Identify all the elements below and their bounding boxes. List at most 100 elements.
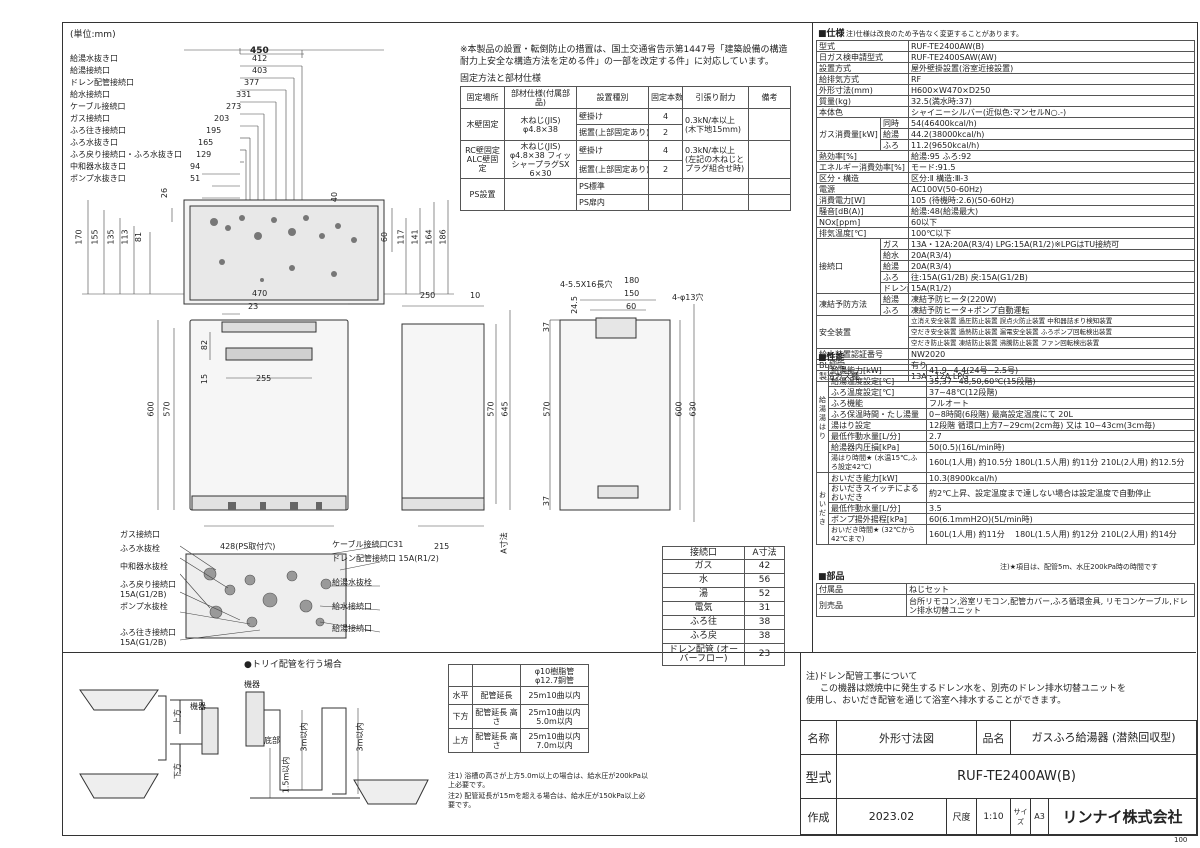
- top-callout-label: ガス接続口: [70, 114, 110, 123]
- perf-value: 60(6.1mmH2O)(5L/min時): [926, 513, 1195, 525]
- spec-value: シャイニーシルバー(近似色:マンセルN○.-): [908, 106, 1195, 118]
- side-d10: 10: [470, 291, 481, 300]
- piping-bottom: 底部: [264, 736, 280, 745]
- pipe-r2c2: 25m10曲以内 7.0m以内: [520, 728, 589, 753]
- perf-label: 湯はり設定: [828, 419, 927, 431]
- fix-r1c3: 2: [648, 124, 683, 141]
- a-r0c0: ガス: [662, 559, 745, 574]
- spec-group-label: 安全装置: [816, 315, 909, 349]
- top-width-dim: 450: [250, 46, 269, 56]
- pipe-r1c1: 配管延長 高さ: [472, 704, 521, 729]
- fix-h2: 設置種別: [576, 86, 649, 109]
- spec-label: エネルギー消費効率[%]: [816, 161, 909, 173]
- piping-unit-label: 機器: [190, 702, 206, 711]
- top-callout-dim: 165: [198, 138, 214, 147]
- spec-value: 区分:Ⅱ 構造:Ⅲ-3: [908, 172, 1195, 184]
- fix-r4c5: [748, 178, 791, 195]
- perf-value: 3.5: [926, 502, 1195, 514]
- top-callout-dim: 377: [244, 78, 260, 87]
- fix-r5c4: [682, 194, 749, 211]
- fix-r0c2: 壁掛け: [576, 108, 649, 125]
- bottom-callout-left: ふろ往き接続口 15A(G1/2B): [120, 628, 176, 647]
- side-a: A寸法: [499, 532, 509, 554]
- spec-sublabel: 同時: [880, 117, 909, 129]
- spec-row: 設置方式屋外壁掛設置(浴室近接設置): [816, 62, 1195, 74]
- perf-row: 給湯温度設定[℃]35,37~48,50,60℃(15段階): [817, 375, 1195, 387]
- front-bottom: 428(PS取付穴): [220, 542, 276, 551]
- spec-value: RUF-TE2400SAW(AW): [908, 51, 1195, 63]
- sheet-border: [62, 22, 1198, 836]
- tb-made-value: 2023.02: [836, 798, 947, 835]
- perf-value: 0~8時間(6段階) 最高設定温度にて 20L: [926, 408, 1195, 420]
- fix-r4c0: PS設置: [460, 178, 505, 211]
- pipe-h2: φ10樹脂管 φ12.7銅管: [520, 664, 589, 687]
- spec-label: 電源: [816, 183, 909, 195]
- spec-value: 60以下: [908, 216, 1195, 228]
- drain-note-3: 使用し、おいだき配管を通じて浴室へ排水することができます。: [806, 696, 1067, 706]
- pipe-r2c1: 配管延長 高さ: [472, 728, 521, 753]
- perf-label: 最低作動水量[L/分]: [828, 430, 927, 442]
- spec-sublabel: ふろ: [880, 271, 909, 283]
- fix-r3c2: 据置(上部固定あり): [576, 160, 649, 179]
- fix-r4c2: PS標準: [576, 178, 649, 195]
- pipe-r0c1: 配管延長: [472, 686, 521, 705]
- perf-row: ふろ機能フルオート: [817, 397, 1195, 409]
- fix-r0c1: 木ねじ(JIS) φ4.8×38: [504, 108, 577, 141]
- perf-label: 最低作動水量[L/分]: [828, 502, 927, 514]
- front-d255: 255: [256, 374, 272, 383]
- rear-d60: 60: [626, 302, 637, 311]
- parts-r0c1: ねじセット: [906, 583, 1195, 595]
- spec-row: ふろ往:15A(G1/2B) 戻:15A(G1/2B): [817, 271, 1195, 283]
- spec-title: ■仕様: [818, 29, 845, 39]
- tb-model-value: RUF-TE2400AW(B): [835, 754, 1198, 799]
- piping-3m-a: 3m以内: [299, 722, 309, 752]
- perf-label: ふろ保温時間・たし湯量: [828, 408, 927, 420]
- spec-value: 13A・12A:20A(R3/4) LPG:15A(R1/2)※LPGはTU接続…: [908, 238, 1195, 250]
- top-small-dim-26: 26: [160, 187, 170, 199]
- top-right-height: 60: [380, 231, 390, 243]
- piping-lower: 下方: [173, 763, 182, 779]
- top-callout-label: ふろ往き接続口: [70, 126, 126, 135]
- top-view-drawing: [82, 48, 454, 305]
- bottom-callout-left: ポンプ水抜栓: [120, 602, 168, 611]
- perf-label: ふろ温度設定[℃]: [828, 386, 927, 398]
- fix-r2c2: 壁掛け: [576, 140, 649, 161]
- spec-safety-value: 空だき安全装置 過熱防止装置 漏電安全装置 ふろポンプ回転検出装置: [908, 326, 1195, 338]
- spec-group-label: 接続口: [816, 238, 881, 294]
- a-r1c1: 56: [744, 573, 785, 588]
- spec-row: 排気温度[℃]100℃以下: [816, 227, 1195, 239]
- parts-table: 付属品ねじセット 別売品台所リモコン,浴室リモコン,配管カバー,ふろ循環金具, …: [816, 583, 1195, 617]
- perf-value: 約2℃上昇、設定温度まで達しない場合は設定温度で自動停止: [926, 483, 1195, 503]
- bottom-callout-left: 中和器水抜栓: [120, 562, 168, 571]
- bottom-callout-left: ふろ水抜栓: [120, 544, 160, 553]
- a-r4c1: 38: [744, 615, 785, 630]
- pipe-r2c0: 上方: [448, 728, 473, 753]
- spec-value: RF: [908, 73, 1195, 85]
- spec-label: 区分・構造: [816, 172, 909, 184]
- spec-row: 熱効率[%]給湯:95 ふろ:92: [816, 150, 1195, 162]
- a-r6c1: 23: [744, 643, 785, 666]
- piping-note-2: 注2) 配管延長が15mを超える場合は、給水圧が150kPa以上必要です。: [448, 792, 646, 809]
- spec-row: 本体色シャイニーシルバー(近似色:マンセルN○.-): [816, 106, 1195, 118]
- spec-group-label: 凍結予防方法: [816, 293, 881, 316]
- rear-d37a: 37: [542, 321, 552, 333]
- spec-row: 消費電力[W]105 (待機時:2.6)(50-60Hz): [816, 194, 1195, 206]
- fix-h0: 固定場所: [460, 86, 505, 109]
- spec-value: NW2020: [908, 348, 1195, 360]
- fix-r0c4: 0.3kN/本以上(木下地15mm): [682, 108, 749, 141]
- spec-title-note: 注)仕様は改良のため予告なく変更することがあります。: [846, 30, 1024, 38]
- perf-value: 37~48℃(12段階): [926, 386, 1195, 398]
- spec-row: 騒音[dB(A)]給湯:48(給湯最大): [816, 205, 1195, 217]
- spec-sublabel: ガス: [880, 238, 909, 250]
